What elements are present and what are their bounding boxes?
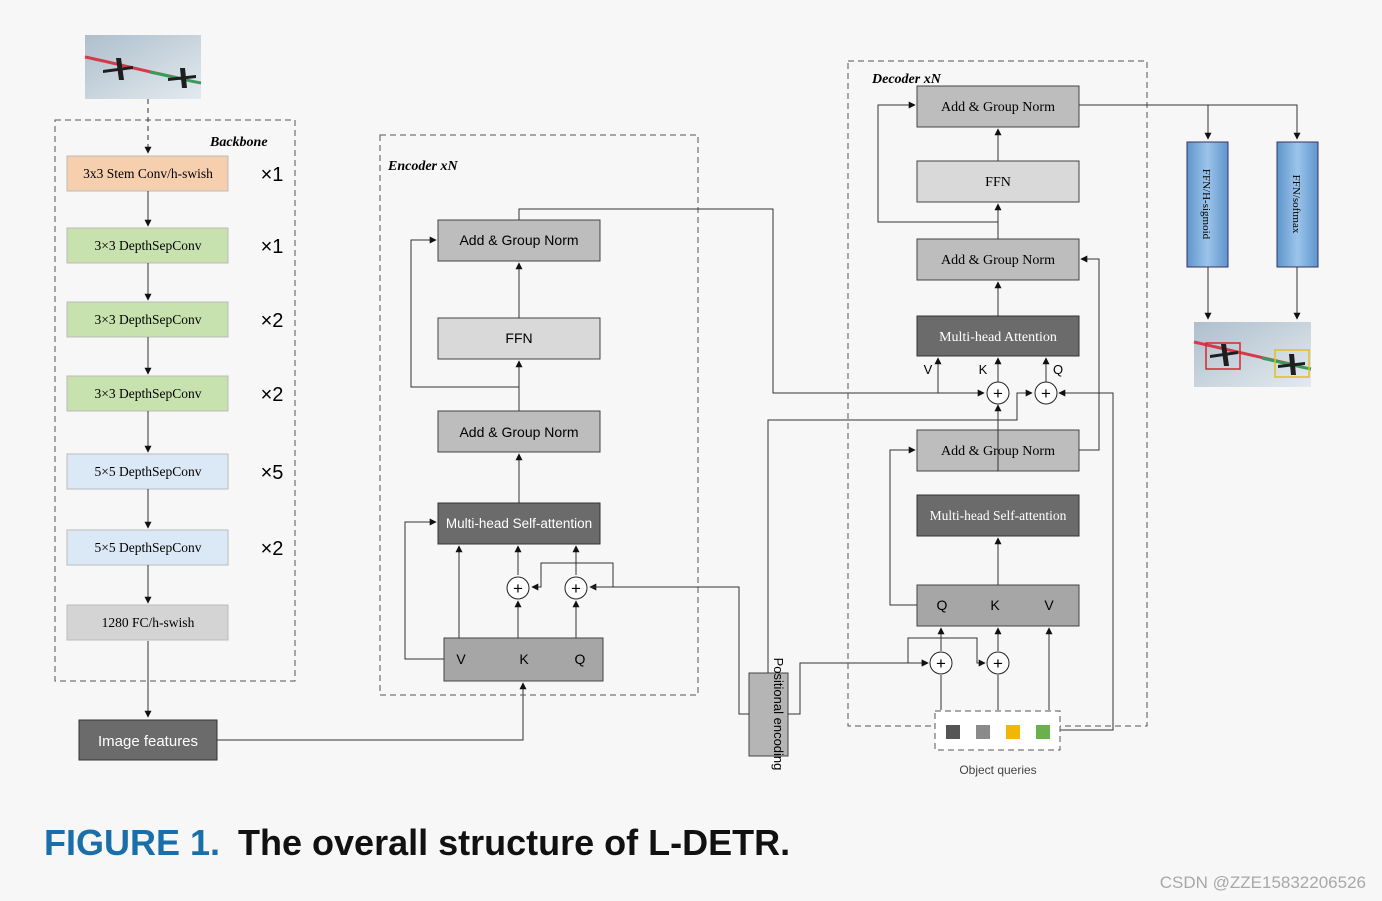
decoder-v-label: V [1044, 597, 1054, 613]
figure-title: The overall structure of L-DETR. [238, 822, 791, 863]
positional-encoding-box [748, 672, 789, 757]
output-image [1193, 322, 1312, 387]
decoder-cross-v-label: V [924, 362, 933, 377]
backbone-repeat-count: ×1 [261, 236, 284, 258]
decoder-ffn [916, 160, 1080, 203]
decoder-add-norm-2-label: Add & Group Norm [941, 253, 1055, 268]
decoder-cross-q-label: Q [1053, 362, 1063, 377]
backbone-layer-label: 3x3 Stem Conv/h-swish [83, 166, 213, 181]
decoder-title: Decoder xN [871, 72, 942, 87]
encoder-add-norm-top [437, 219, 601, 262]
decoder-plus-k: + [986, 651, 1010, 675]
backbone-repeat-count: ×1 [261, 164, 284, 186]
ffn-softmax-label: FFN/softmax [1290, 175, 1302, 234]
backbone-repeat-count: ×2 [261, 384, 284, 406]
encoder-ffn [437, 317, 601, 360]
encoder-title: Encoder xN [387, 159, 459, 174]
airplane-icon [103, 58, 196, 88]
backbone-layer-7 [66, 604, 229, 641]
backbone-layer-label: 5×5 DepthSepConv [95, 540, 202, 555]
backbone-layer-5 [66, 453, 229, 490]
decoder-ffn-label: FFN [985, 175, 1011, 190]
encoder-self-attention-label: Multi-head Self-attention [446, 516, 592, 531]
encoder-v-label: V [456, 651, 466, 667]
decoder-add-norm-top-label: Add & Group Norm [941, 100, 1055, 115]
decoder-cross-attention [916, 315, 1080, 357]
decoder-q-label: Q [937, 597, 948, 613]
decoder-add-norm-top [916, 85, 1080, 128]
l-detr-diagram: Backbone 3x3 Stem Conv/h-swish ×1 3×3 Dept… [54, 35, 1319, 777]
encoder-self-attention [437, 502, 601, 545]
object-query-square [1036, 725, 1050, 739]
image-features-box [78, 719, 218, 761]
backbone-title: Backbone [209, 135, 268, 150]
backbone-layer-label: 3×3 DepthSepConv [95, 312, 202, 327]
detection-box-red [1205, 342, 1241, 370]
watermark: CSDN @ZZE15832206526 [1159, 873, 1366, 892]
object-query-square [1006, 725, 1020, 739]
decoder-plus-q: + [929, 651, 953, 675]
encoder-add-norm-top-label: Add & Group Norm [459, 232, 578, 248]
decoder-cross-k-label: K [979, 362, 988, 377]
positional-encoding-label: Positional encoding [771, 658, 786, 771]
decoder-plus-cross-k: + [986, 381, 1010, 405]
backbone-layer-label: 1280 FC/h-swish [102, 615, 195, 630]
backbone-layer-label: 3×3 DepthSepConv [95, 386, 202, 401]
svg-text:+: + [513, 579, 523, 598]
object-query-square [946, 725, 960, 739]
backbone-layer-label: 3×3 DepthSepConv [95, 238, 202, 253]
svg-text:+: + [1041, 384, 1051, 403]
encoder-add-norm-mid-label: Add & Group Norm [459, 424, 578, 440]
encoder-ffn-label: FFN [505, 330, 532, 346]
input-image [84, 35, 202, 99]
encoder-k-label: K [519, 651, 529, 667]
backbone-repeat-count: ×2 [261, 310, 284, 332]
ffn-sigmoid-label: FFN/H-sigmoid [1200, 169, 1212, 240]
encoder-plus-q: + [564, 576, 588, 600]
object-queries-label: Object queries [959, 763, 1036, 777]
svg-text:+: + [936, 654, 946, 673]
svg-text:+: + [993, 384, 1003, 403]
encoder-add-norm-mid [437, 410, 601, 453]
decoder-self-attention [916, 494, 1080, 537]
decoder-plus-cross-q: + [1034, 381, 1058, 405]
backbone-layer-4 [66, 375, 229, 412]
object-query-square [976, 725, 990, 739]
decoder-cross-attention-label: Multi-head Attention [939, 330, 1057, 345]
decoder-k-label: K [990, 597, 1000, 613]
backbone-layers: 3x3 Stem Conv/h-swish ×1 3×3 DepthSepConv ×… [66, 155, 284, 641]
encoder-vkq-box [443, 637, 604, 682]
detection-box-yellow [1274, 349, 1310, 378]
object-query-squares [946, 725, 1050, 739]
encoder-plus-k: + [506, 576, 530, 600]
backbone-layer-label: 5×5 DepthSepConv [95, 464, 202, 479]
backbone-repeat-count: ×5 [261, 462, 284, 484]
image-features-label: Image features [98, 733, 198, 750]
decoder-self-attention-label: Multi-head Self-attention [930, 508, 1067, 523]
encoder-frame [379, 134, 699, 696]
ffn-softmax-head [1276, 141, 1319, 268]
svg-text:+: + [993, 654, 1003, 673]
detected-airplane-icon [1210, 344, 1305, 375]
backbone-frame [54, 119, 296, 682]
figure-caption: FIGURE 1. The overall structure of L-DETR… [44, 822, 790, 864]
figure-label: FIGURE 1. [44, 822, 221, 863]
decoder-add-norm-2 [916, 238, 1080, 281]
backbone-repeat-count: ×2 [261, 538, 284, 560]
svg-text:+: + [571, 579, 581, 598]
encoder-q-label: Q [575, 651, 586, 667]
